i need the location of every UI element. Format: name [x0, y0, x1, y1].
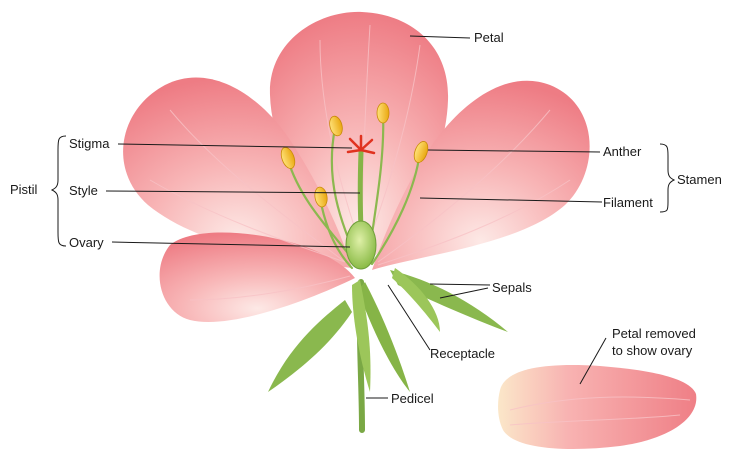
sepal-left [268, 300, 352, 392]
label-filament: Filament [603, 195, 653, 210]
label-petal-removed-line2: to show ovary [612, 343, 693, 358]
loose-petal [498, 365, 696, 449]
label-petal-removed-line1: Petal removed [612, 326, 696, 341]
label-stamen: Stamen [677, 172, 722, 187]
style [360, 152, 361, 228]
label-style: Style [69, 183, 98, 198]
label-pedicel: Pedicel [391, 391, 434, 406]
label-stigma: Stigma [69, 136, 110, 151]
label-anther: Anther [603, 144, 642, 159]
label-pistil: Pistil [10, 182, 38, 197]
label-sepals: Sepals [492, 280, 532, 295]
label-receptacle: Receptacle [430, 346, 495, 361]
ovary [346, 221, 376, 269]
anther-3 [377, 103, 389, 123]
label-petal: Petal [474, 30, 504, 45]
label-ovary: Ovary [69, 235, 104, 250]
stamen-brace [660, 144, 674, 212]
pistil-brace [52, 136, 66, 246]
